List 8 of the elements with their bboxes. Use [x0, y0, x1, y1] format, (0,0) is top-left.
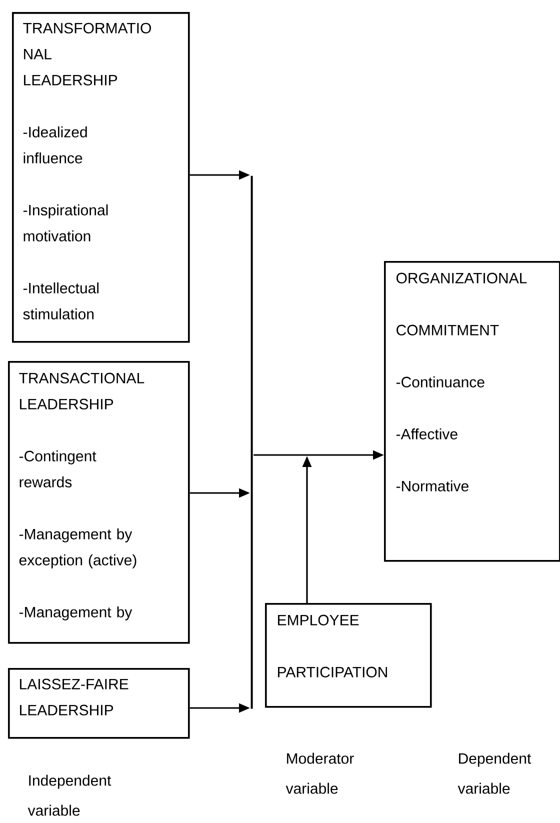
variable-caption: Independent variable [28, 774, 112, 816]
text-box: LAISSEZ-FAIRE LEADERSHIP [8, 668, 190, 739]
variable-caption: Moderator variable [286, 752, 354, 794]
variable-caption: Dependent variable [458, 752, 532, 794]
text-box: TRANSFORMATIO NAL LEADERSHIP -Idealized influence -Inspirational motivation -Intellectual stimulation [12, 12, 190, 343]
text-box: EMPLOYEE PARTICIPATION [265, 603, 432, 708]
text-box: TRANSACTIONAL LEADERSHIP -Contingent rewards -Management by exception (active) -Management by [8, 361, 190, 644]
text-box: ORGANIZATIONAL COMMITMENT -Continuance -Affective -Normative [384, 261, 560, 562]
